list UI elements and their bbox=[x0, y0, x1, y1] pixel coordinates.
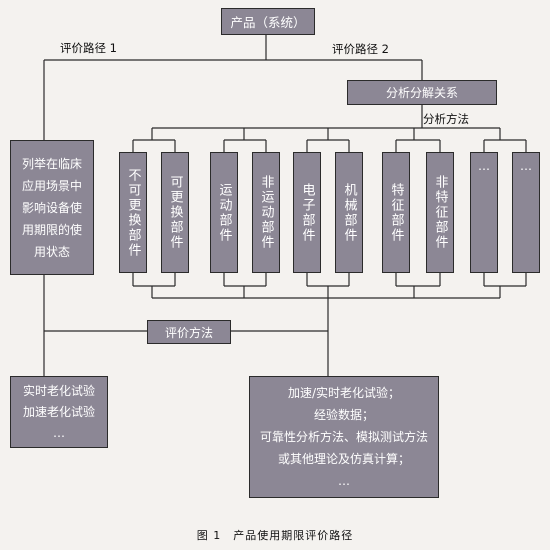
decomposition-label: 分析分解关系 bbox=[385, 86, 458, 100]
part-box-non-characteristic: 非特征部件 bbox=[426, 152, 454, 273]
part-box-moving: 运动部件 bbox=[210, 152, 238, 273]
path2-method-line-3: 可靠性分析方法、模拟测试方法 bbox=[259, 430, 428, 444]
part-label-electronic: 电子部件 bbox=[299, 182, 315, 243]
part-label-characteristic: 特征部件 bbox=[388, 182, 404, 243]
root-system-box: 产品（系统） bbox=[221, 8, 315, 35]
part-label-mechanical: 机械部件 bbox=[341, 182, 357, 243]
part-label-more-2: … bbox=[520, 159, 532, 173]
path1-test-line-2: 加速老化试验 bbox=[22, 404, 95, 419]
part-box-more-2: … bbox=[512, 152, 540, 273]
analysis-method-label: 分析方法 bbox=[423, 112, 469, 126]
part-box-non-moving: 非运动部件 bbox=[252, 152, 280, 273]
decomposition-box: 分析分解关系 bbox=[347, 80, 497, 105]
part-label-non-moving: 非运动部件 bbox=[258, 175, 274, 250]
usage-state-line-1: 列举在临床 bbox=[21, 156, 82, 171]
evaluation-path-2-label: 评价路径 2 bbox=[332, 42, 389, 56]
part-box-replaceable: 可更换部件 bbox=[161, 152, 189, 273]
part-label-non-characteristic: 非特征部件 bbox=[432, 175, 448, 250]
usage-state-line-4: 用期限的使 bbox=[21, 222, 82, 237]
path2-method-line-4: 或其他理论及仿真计算； bbox=[277, 452, 410, 466]
usage-state-line-5: 用状态 bbox=[33, 244, 70, 259]
path2-methods-box: 加速/实时老化试验； 经验数据； 可靠性分析方法、模拟测试方法 或其他理论及仿真… bbox=[249, 376, 439, 498]
evaluation-method-box: 评价方法 bbox=[147, 320, 231, 344]
part-label-moving: 运动部件 bbox=[216, 182, 232, 243]
evaluation-method-label: 评价方法 bbox=[164, 325, 213, 340]
part-box-more-1: … bbox=[470, 152, 498, 273]
usage-state-box: 列举在临床 应用场景中 影响设备使 用期限的使 用状态 bbox=[10, 140, 94, 275]
part-label-non-replaceable: 不可更换部件 bbox=[125, 167, 141, 258]
evaluation-path-1-label: 评价路径 1 bbox=[60, 41, 117, 55]
part-box-mechanical: 机械部件 bbox=[335, 152, 363, 273]
path1-test-methods-box: 实时老化试验 加速老化试验 … bbox=[10, 376, 108, 448]
path2-method-line-5: … bbox=[338, 474, 350, 488]
path1-test-line-3: … bbox=[53, 425, 65, 440]
part-label-replaceable: 可更换部件 bbox=[167, 175, 183, 250]
path1-test-line-1: 实时老化试验 bbox=[22, 383, 95, 398]
usage-state-line-3: 影响设备使 bbox=[21, 200, 82, 215]
path2-method-line-2: 经验数据； bbox=[313, 408, 374, 422]
part-label-more-1: … bbox=[478, 159, 490, 173]
path2-method-line-1: 加速/实时老化试验； bbox=[287, 386, 401, 400]
figure-caption: 图 1 产品使用期限评价路径 bbox=[196, 529, 354, 542]
part-box-electronic: 电子部件 bbox=[293, 152, 321, 273]
part-box-non-replaceable: 不可更换部件 bbox=[119, 152, 147, 273]
usage-state-line-2: 应用场景中 bbox=[21, 178, 82, 193]
root-system-label: 产品（系统） bbox=[230, 15, 306, 30]
part-box-characteristic: 特征部件 bbox=[382, 152, 410, 273]
